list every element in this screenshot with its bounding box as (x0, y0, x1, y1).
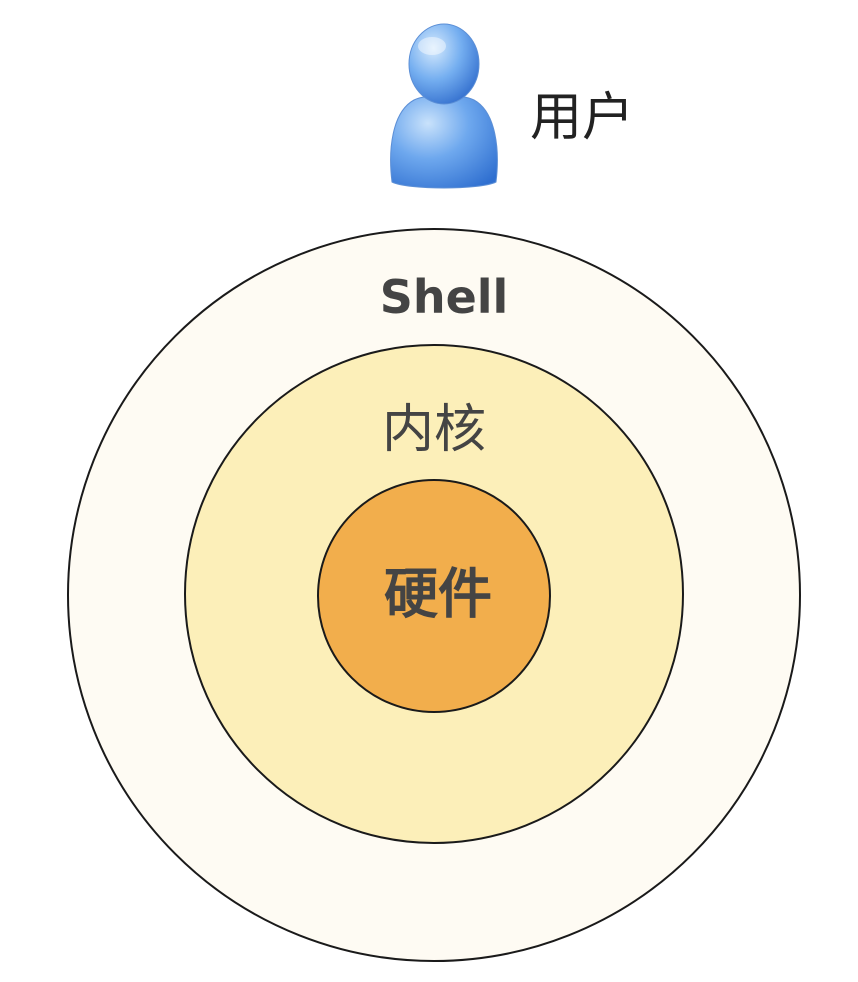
hardware-label: 硬件 (384, 563, 492, 626)
user-icon (390, 23, 498, 189)
user-label: 用户 (530, 88, 634, 148)
shell-label: Shell (380, 270, 509, 324)
hardware-circle (317, 479, 551, 713)
kernel-label: 内核 (382, 400, 486, 460)
